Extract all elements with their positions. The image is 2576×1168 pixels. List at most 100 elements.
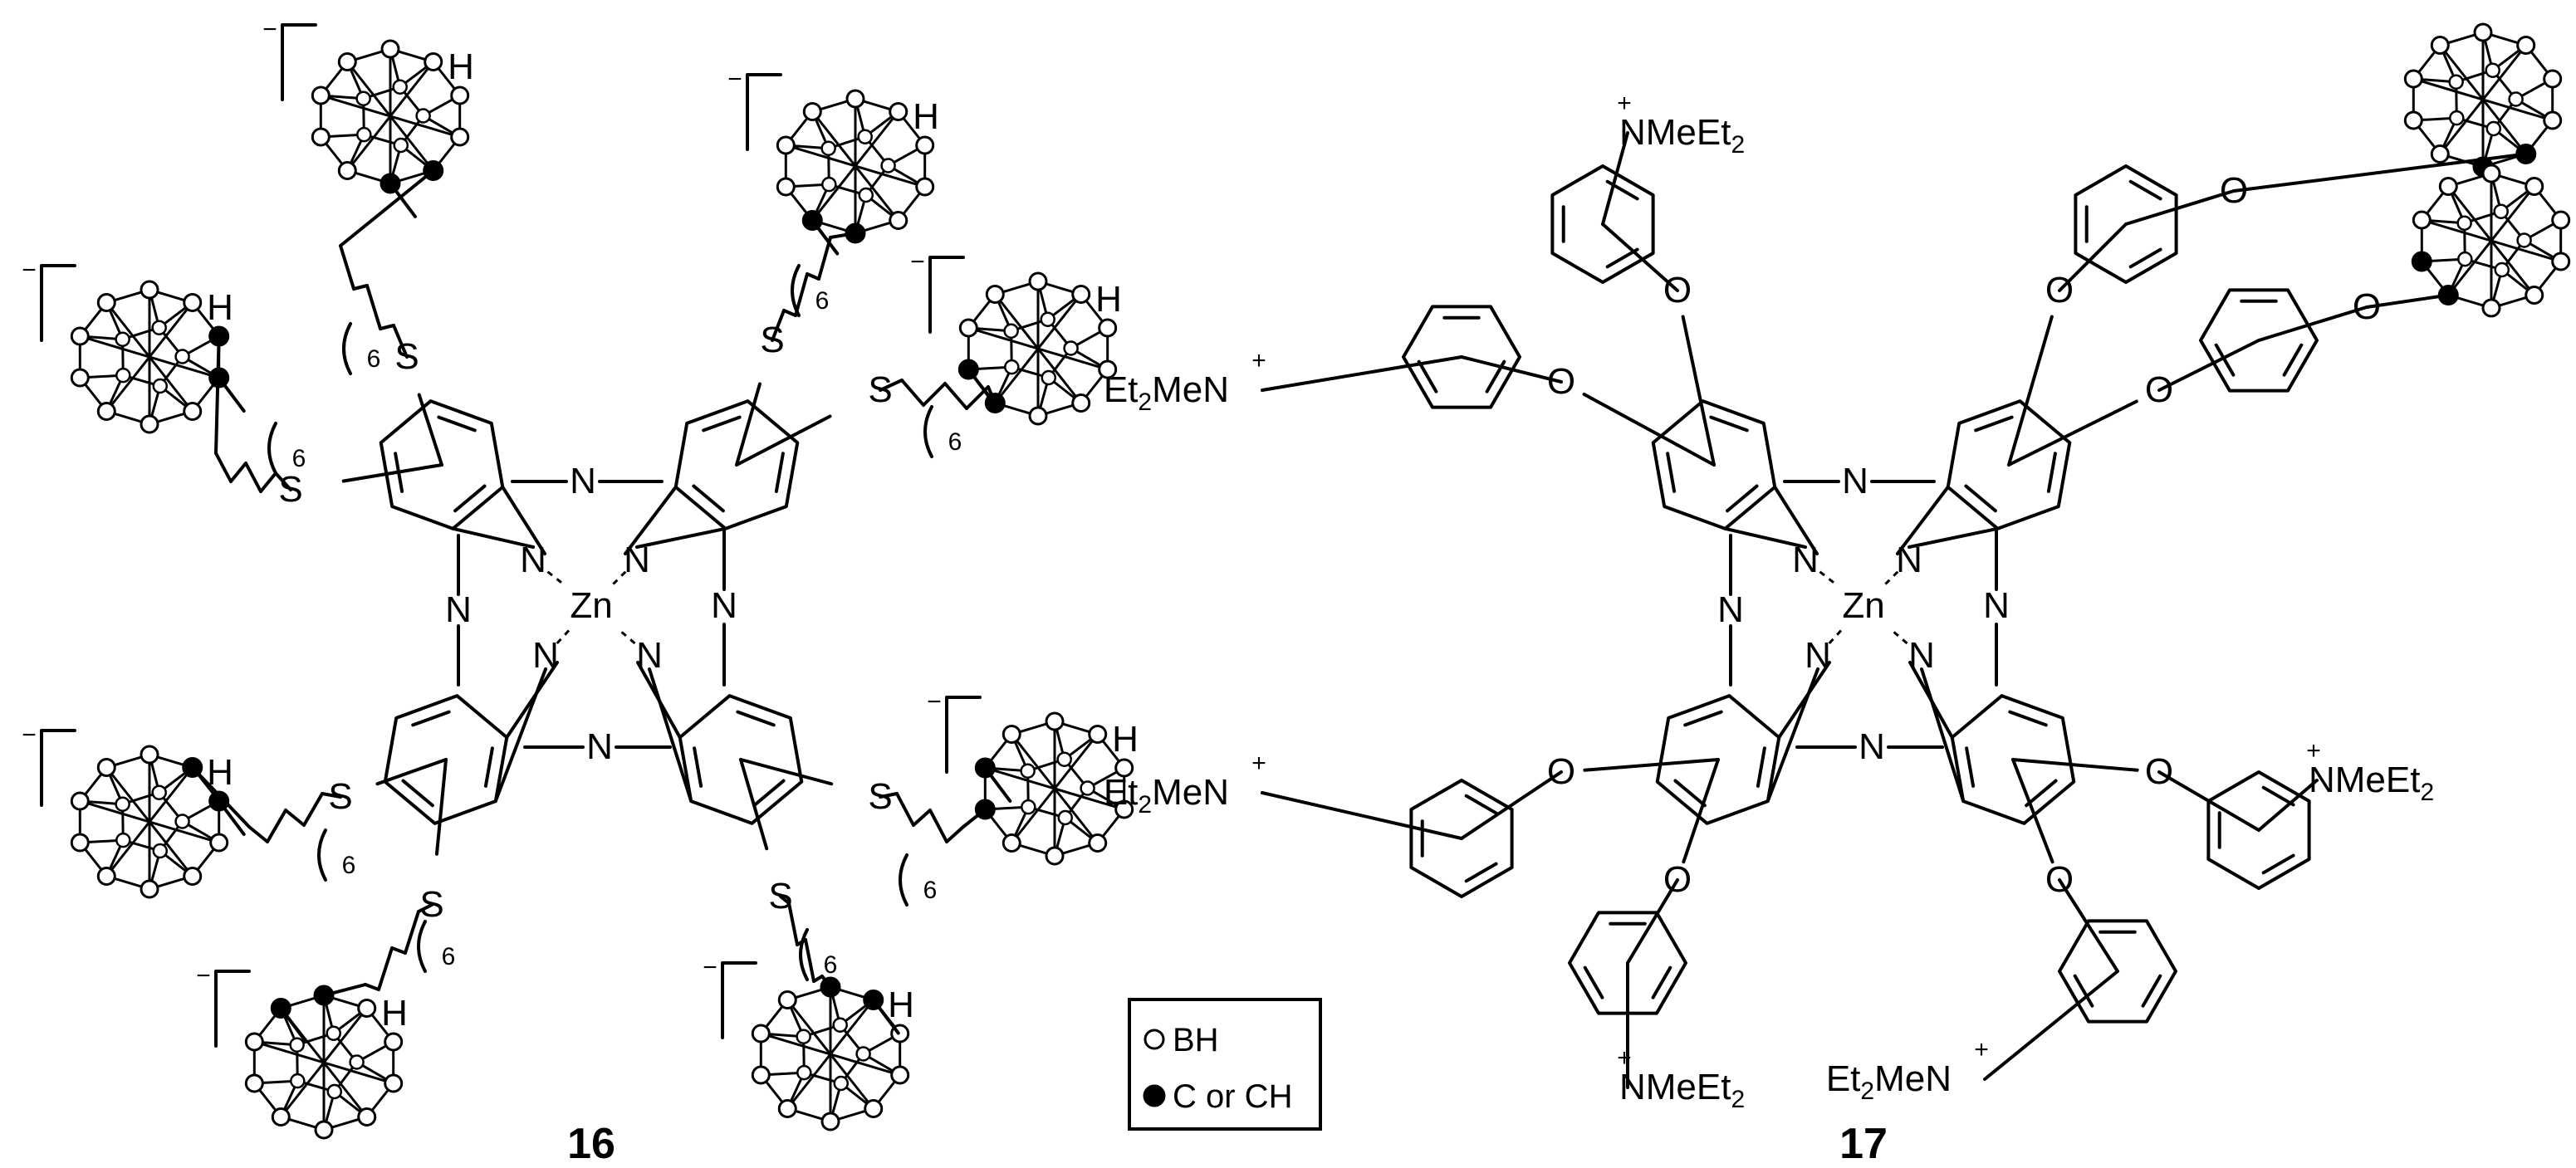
bh-vertex xyxy=(271,1107,291,1126)
carborane-cage xyxy=(70,280,230,434)
alkyl-chain-bond xyxy=(404,910,420,955)
pyrrole-bond xyxy=(635,526,727,549)
cation-charge: + xyxy=(2306,737,2321,765)
bh-vertex xyxy=(858,187,874,203)
bh-vertex xyxy=(1071,285,1091,305)
bh-vertex xyxy=(2412,210,2432,230)
anion-charge: − xyxy=(703,954,717,981)
bh-vertex xyxy=(2457,251,2473,267)
legend-carbon-text: C or CH xyxy=(1173,1078,1292,1115)
bh-vertex xyxy=(415,108,431,124)
bh-vertex xyxy=(820,1112,840,1131)
coordination-bond xyxy=(1888,627,1908,645)
bh-vertex xyxy=(392,79,408,95)
metal-label: Zn xyxy=(570,585,612,626)
double-bond xyxy=(774,452,785,493)
bh-vertex xyxy=(1028,406,1048,426)
double-bond xyxy=(2261,785,2295,807)
meso-n-label: N xyxy=(570,461,596,501)
anion-charge: − xyxy=(727,66,742,93)
double-bond xyxy=(2046,452,2057,493)
alkyl-chain-bond xyxy=(895,792,915,827)
bh-vertex xyxy=(1045,711,1065,731)
alkyl-chain-bond xyxy=(945,825,965,843)
alkyl-chain-bond xyxy=(379,324,395,330)
double-bond xyxy=(752,779,786,808)
repeat-bracket xyxy=(317,828,327,882)
carborane-cage xyxy=(974,711,1134,866)
chain-cage-bond xyxy=(820,975,832,990)
double-bond xyxy=(1651,965,1672,999)
aryl-s-bond xyxy=(417,393,443,467)
cation-charge: + xyxy=(1251,750,1266,777)
double-bond xyxy=(2214,343,2236,377)
bh-vertex xyxy=(880,158,896,173)
alkyl-chain-bond xyxy=(806,272,820,281)
aryl-o-bond xyxy=(2007,399,2138,467)
methyl-bond xyxy=(871,998,900,1035)
bh-vertex xyxy=(1063,340,1079,356)
alkyl-chain-bond xyxy=(912,809,932,827)
ether-bond xyxy=(2124,189,2236,226)
bh-vertex xyxy=(1071,393,1091,413)
legend-bh-text: BH xyxy=(1173,1022,1219,1058)
aryl-s-bond xyxy=(434,758,448,856)
bh-vertex xyxy=(96,401,116,421)
bh-vertex xyxy=(2551,252,2571,271)
double-bond xyxy=(2261,853,2295,875)
alkyl-chain-bond xyxy=(302,792,324,827)
alkyl-chain-bond xyxy=(928,809,948,843)
alkyl-chain-bond xyxy=(259,472,277,493)
bh-vertex xyxy=(802,102,822,122)
ether-bond xyxy=(2157,339,2260,392)
meso-n-label: N xyxy=(445,589,472,630)
anion-bracket xyxy=(746,73,782,151)
bh-vertex xyxy=(1040,311,1055,327)
hydrogen-label: H xyxy=(207,752,233,793)
bh-vertex xyxy=(832,1017,848,1033)
bh-vertex xyxy=(2543,69,2563,89)
repeat-count: 6 xyxy=(367,345,381,373)
cage-edge xyxy=(105,766,193,877)
double-bond xyxy=(401,779,434,808)
repeat-count: 6 xyxy=(923,877,938,904)
bh-vertex xyxy=(1098,318,1118,338)
bh-vertex xyxy=(2551,210,2571,230)
aryl-s-bond xyxy=(735,382,762,467)
ring-n-bond xyxy=(2257,779,2319,832)
bh-vertex xyxy=(2485,62,2500,78)
bh-vertex xyxy=(889,102,908,122)
bh-vertex xyxy=(2481,298,2501,318)
chain-cage-bond xyxy=(339,169,435,247)
bh-vertex xyxy=(1003,323,1019,339)
bh-vertex xyxy=(820,140,836,156)
coordination-bond xyxy=(1883,570,1899,587)
aryl-o-bond xyxy=(1681,315,1716,467)
bh-vertex xyxy=(985,285,1005,305)
bh-vertex xyxy=(174,349,190,364)
pyrrole-bond xyxy=(1908,526,2000,549)
bh-vertex xyxy=(915,135,935,155)
bh-vertex xyxy=(314,1120,334,1140)
ammonium-label: Et2MeN xyxy=(1104,772,1229,819)
bh-vertex xyxy=(1056,751,1072,767)
pyrrole-bond xyxy=(505,661,559,740)
chain-cage-bond xyxy=(829,231,857,239)
double-bond xyxy=(2282,343,2304,377)
bh-vertex xyxy=(380,39,400,59)
bh-vertex xyxy=(1114,758,1134,778)
ring-n-bond xyxy=(1601,131,1629,226)
aryl-o-bond xyxy=(2011,758,2054,864)
alkyl-chain-bond xyxy=(266,809,287,843)
bh-vertex xyxy=(326,1025,341,1041)
bh-vertex xyxy=(70,791,90,811)
methylene-bond xyxy=(2365,293,2451,309)
ammonium-label: NMeEt2 xyxy=(1619,112,1745,159)
alkyl-chain-bond xyxy=(352,284,369,291)
chain-cage-bond xyxy=(190,765,251,828)
legend-carbon-symbol xyxy=(1143,1084,1166,1107)
repeat-bracket xyxy=(899,853,908,907)
ether-bond xyxy=(1626,878,1679,965)
aryl-s-bond xyxy=(739,758,834,786)
